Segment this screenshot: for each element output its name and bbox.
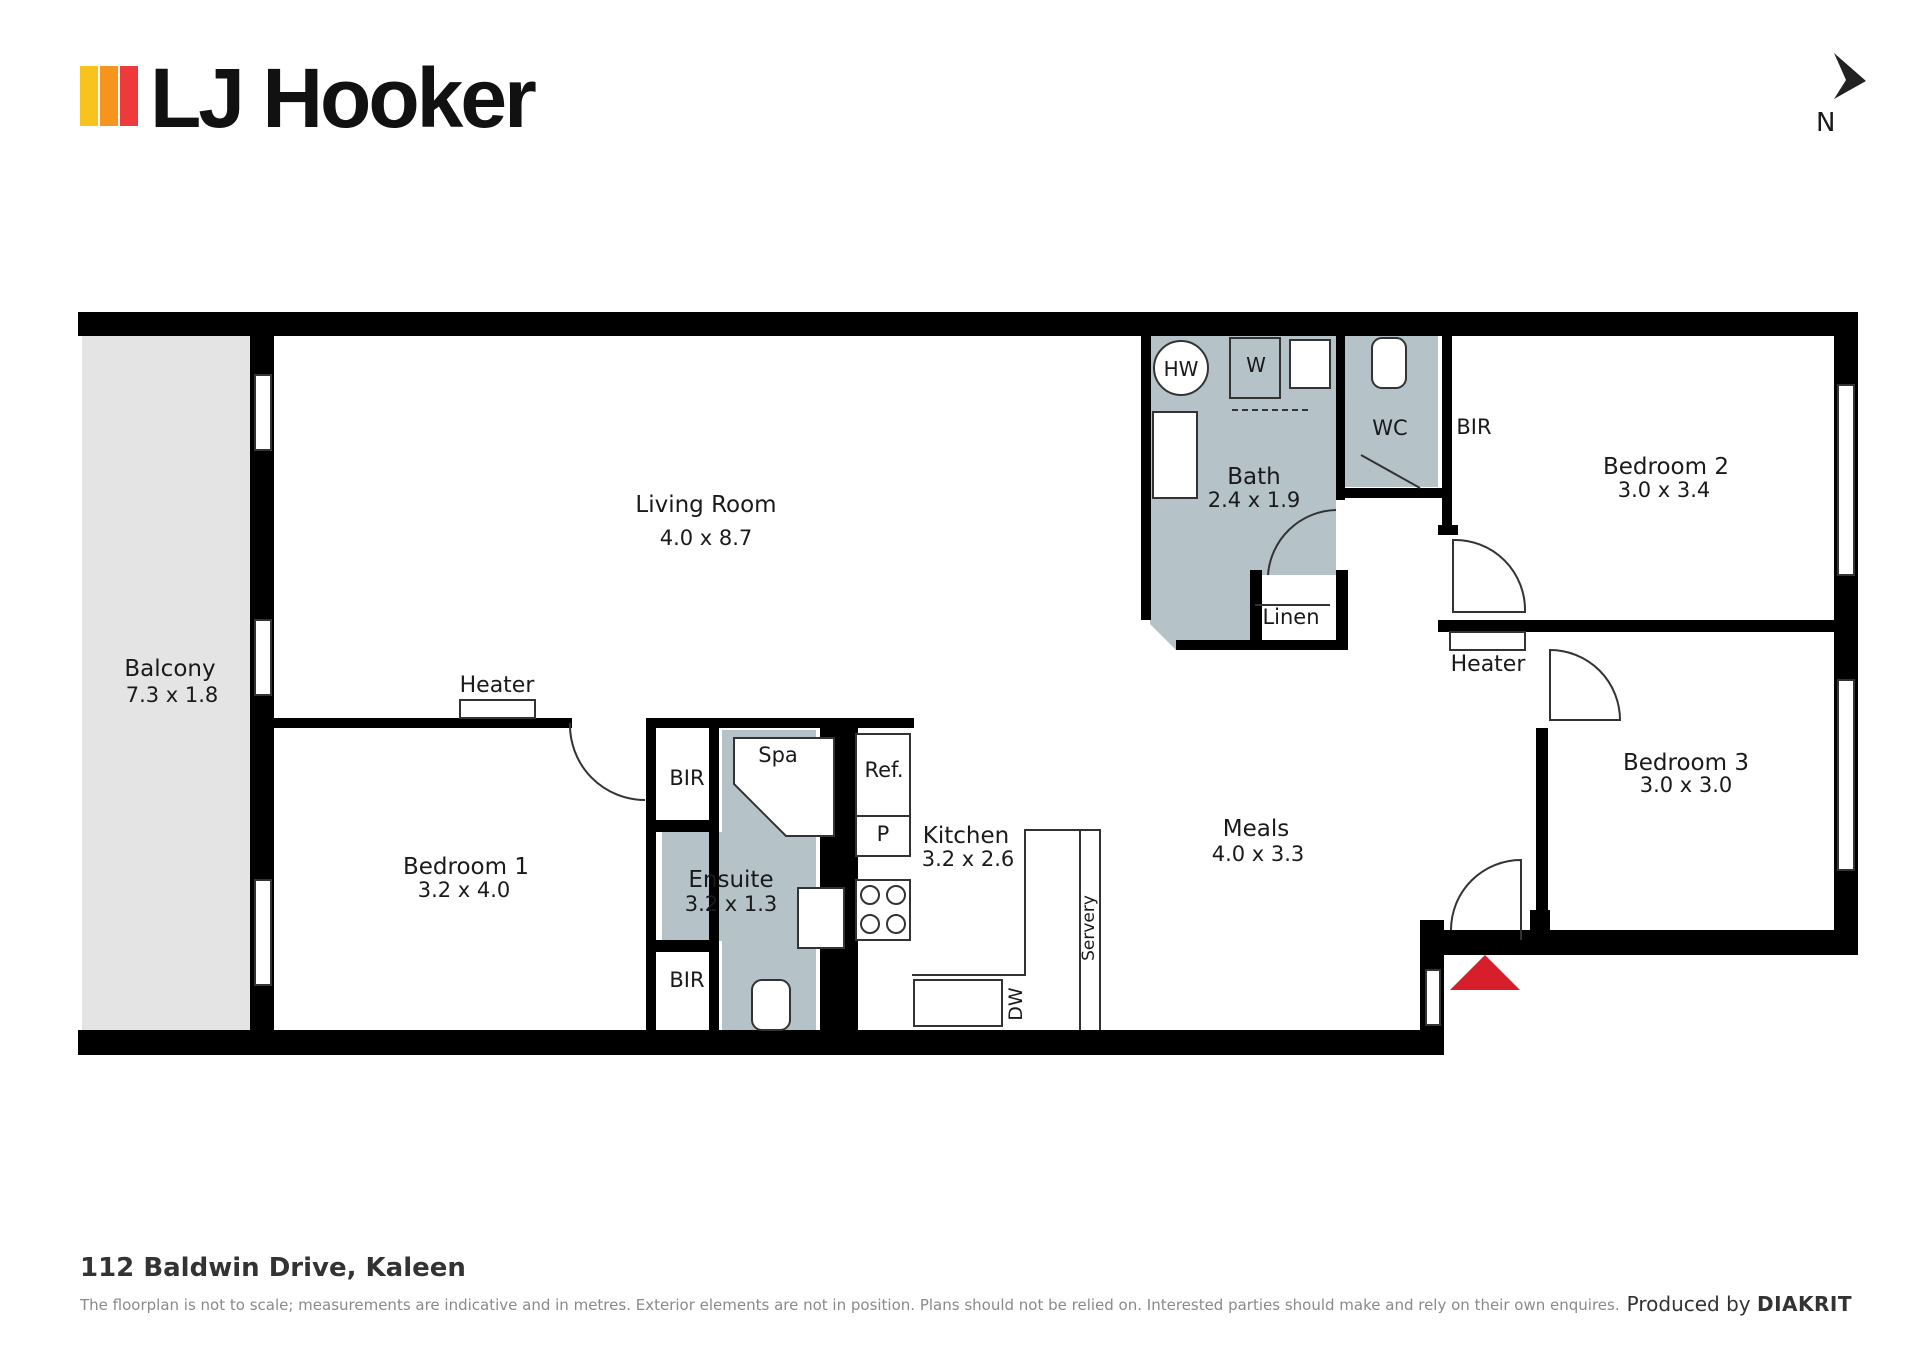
window: [254, 374, 272, 451]
logo-stripe-orange: [100, 66, 118, 126]
ensuite-size: 3.2 x 1.3: [685, 892, 778, 916]
door-bedroom1: [568, 722, 646, 801]
bedroom2-name: Bedroom 2: [1603, 454, 1729, 480]
logo-stripe-red: [120, 66, 138, 126]
entry-door: [1450, 858, 1522, 940]
door-wc: [1360, 454, 1421, 489]
bedroom2-size: 3.0 x 3.4: [1618, 478, 1711, 502]
brand-logo-mark: [80, 66, 138, 126]
pantry: [855, 815, 911, 857]
bath-name: Bath: [1227, 464, 1280, 490]
room-labels: Balcony 7.3 x 1.8 Living Room 4.0 x 8.7 …: [124, 454, 1749, 916]
producer-name: DIAKRIT: [1756, 1292, 1852, 1316]
living-size: 4.0 x 8.7: [660, 526, 753, 550]
ensuite-vanity: [797, 887, 845, 949]
ensuite-name: Ensuite: [688, 867, 773, 893]
kitchen-size: 3.2 x 2.6: [922, 847, 1015, 871]
entry-marker-icon: [1450, 955, 1520, 990]
meals-name: Meals: [1223, 816, 1289, 842]
door-bath: [1267, 509, 1337, 576]
servery-label: Servery: [1079, 895, 1099, 961]
hot-water-unit: [1153, 340, 1209, 396]
bath-size: 2.4 x 1.9: [1208, 488, 1301, 512]
heater-living-label: Heater: [460, 673, 536, 698]
bedroom1-size: 3.2 x 4.0: [418, 878, 511, 902]
window: [1837, 679, 1855, 871]
kitchen-bench: [912, 829, 1101, 1030]
balcony-area: [82, 335, 252, 1032]
property-address: 112 Baldwin Drive, Kaleen: [80, 1253, 466, 1283]
north-label: N: [1816, 108, 1835, 138]
fixtures: [459, 337, 1526, 1031]
bedroom3-name: Bedroom 3: [1623, 750, 1749, 776]
brand-name: LJ Hooker: [150, 51, 537, 145]
washing-machine: [1229, 337, 1281, 399]
spa-bath: [733, 737, 835, 837]
balcony-size: 7.3 x 1.8: [126, 683, 219, 707]
bedroom1-name: Bedroom 1: [403, 854, 529, 880]
hw-label: HW: [1164, 357, 1199, 381]
door-bedroom3: [1549, 648, 1622, 721]
north-arrow-icon: [1834, 53, 1866, 99]
bir-bed1-bottom-label: BIR: [669, 968, 704, 992]
toilet-wc: [1371, 337, 1407, 389]
logo-stripe-yellow: [80, 66, 98, 126]
fridge-space: [855, 733, 911, 817]
ref-label: Ref.: [864, 758, 903, 782]
burner-icon: [860, 914, 880, 934]
window: [254, 879, 272, 986]
window: [254, 619, 272, 696]
balcony-name: Balcony: [124, 656, 215, 682]
produced-by-label: Produced by: [1626, 1292, 1751, 1316]
walls: [78, 312, 1858, 1055]
window: [1837, 384, 1855, 576]
linen-label: Linen: [1262, 605, 1319, 629]
laundry-tub: [1289, 339, 1331, 389]
bir-bed2-label: BIR: [1456, 415, 1491, 439]
spa-label: Spa: [758, 743, 798, 767]
fixture-labels: Heater Heater HW W WC BIR BIR BIR Linen …: [460, 353, 1527, 1021]
toilet-ensuite: [751, 979, 791, 1031]
meals-size: 4.0 x 3.3: [1212, 842, 1305, 866]
kitchen-name: Kitchen: [923, 823, 1009, 849]
producer-credit: Produced by DIAKRIT: [1627, 1292, 1852, 1316]
dw-label: DW: [1005, 987, 1027, 1021]
bedroom3-size: 3.0 x 3.0: [1640, 773, 1733, 797]
bir-bed1-top-label: BIR: [669, 766, 704, 790]
north-compass: N: [1816, 53, 1866, 138]
disclaimer-text: The floorplan is not to scale; measureme…: [80, 1296, 1620, 1314]
kitchen-sink: [913, 979, 1003, 1027]
burner-icon: [886, 885, 906, 905]
living-name: Living Room: [635, 492, 776, 518]
heater-hall-unit: [1449, 631, 1526, 651]
heater-living-unit: [459, 699, 536, 719]
w-label: W: [1246, 353, 1266, 377]
burner-icon: [886, 914, 906, 934]
burner-icon: [860, 885, 880, 905]
wc-label: WC: [1372, 416, 1407, 440]
pantry-label: P: [877, 822, 890, 846]
window: [1425, 969, 1441, 1026]
heater-hall-label: Heater: [1451, 652, 1527, 677]
bath-vanity: [1152, 411, 1198, 499]
windows: [254, 374, 1855, 1026]
door-meals: [1452, 538, 1527, 613]
doors: [568, 454, 1622, 940]
